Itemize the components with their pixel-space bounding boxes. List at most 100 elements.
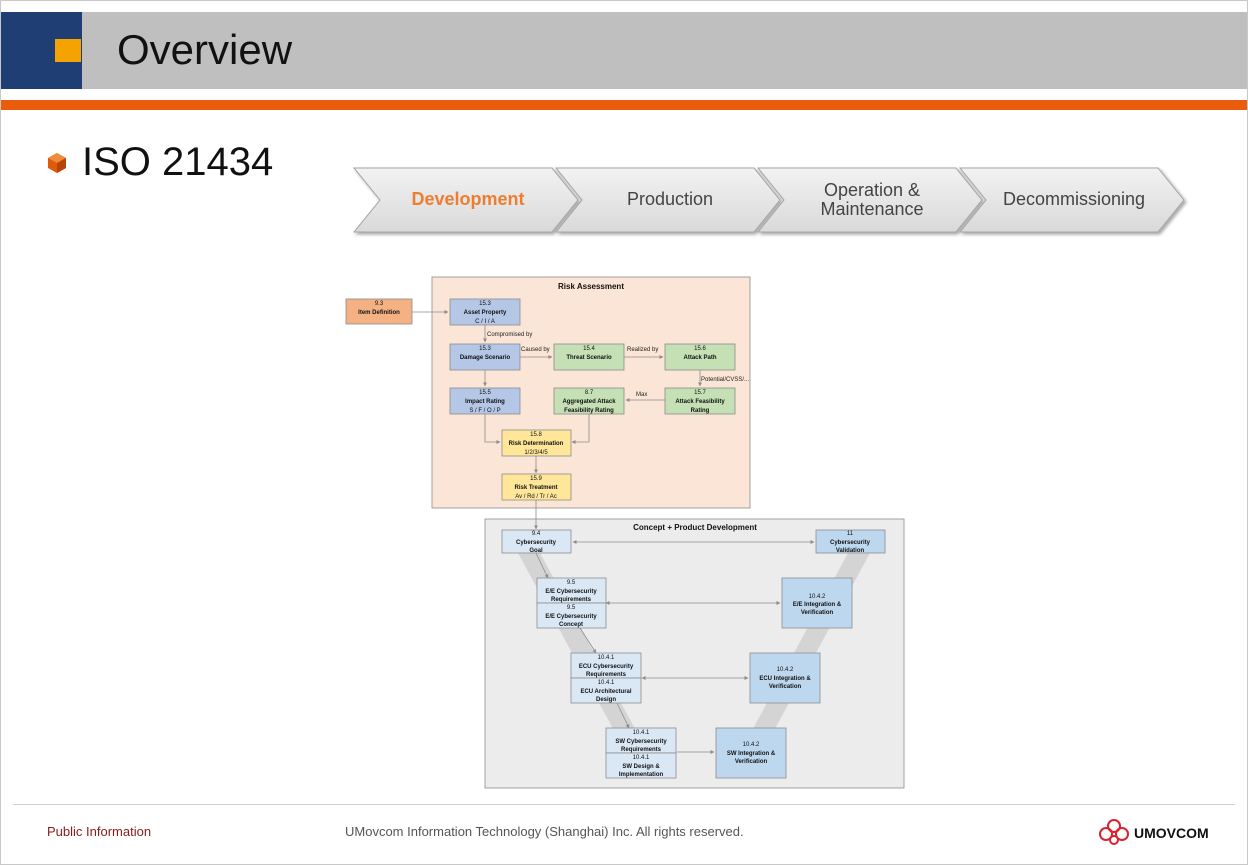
label-max: Max: [636, 392, 647, 398]
svg-text:10.4.1: 10.4.1: [598, 680, 615, 686]
concept-title: Concept + Product Development: [633, 523, 757, 532]
svg-text:8.7: 8.7: [585, 390, 594, 396]
phase-development[interactable]: Development: [352, 167, 579, 233]
risk-connectors: [412, 310, 702, 530]
box-attack-feasibility[interactable]: 15.7 Attack Feasibility Rating: [664, 387, 736, 415]
box-threat-scenario[interactable]: 15.4 Threat Scenario: [553, 343, 625, 371]
svg-text:15.3: 15.3: [479, 301, 491, 307]
title-bar: [1, 12, 1247, 89]
svg-text:Impact Rating: Impact Rating: [465, 399, 505, 405]
box-ee-concept[interactable]: 9.5 E/E Cybersecurity Concept: [536, 602, 607, 629]
box-cybersecurity-validation[interactable]: 11 Cybersecurity Validation: [815, 529, 886, 554]
box-cybersecurity-goal[interactable]: 9.4 Cybersecurity Goal: [501, 529, 572, 554]
svg-text:Feasibility Rating: Feasibility Rating: [564, 408, 614, 414]
concept-panel: [484, 518, 905, 789]
section-heading: ISO 21434: [82, 140, 274, 184]
lifecycle-chevrons: Development Production Operation & Maint…: [352, 167, 1185, 233]
svg-text:10.4.1: 10.4.1: [598, 655, 615, 661]
svg-text:ECU Cybersecurity: ECU Cybersecurity: [579, 664, 634, 670]
svg-text:ECU Integration &: ECU Integration &: [759, 676, 811, 682]
svg-text:15.3: 15.3: [479, 346, 491, 352]
svg-text:Risk Treatment: Risk Treatment: [514, 485, 557, 491]
phase-operation-maintenance[interactable]: Operation & Maintenance: [756, 167, 983, 233]
svg-text:Item Definition: Item Definition: [358, 310, 400, 316]
svg-text:11: 11: [847, 531, 854, 537]
svg-text:SW Design &: SW Design &: [622, 764, 660, 770]
svg-text:Rating: Rating: [691, 408, 710, 414]
svg-text:SW Integration &: SW Integration &: [727, 751, 776, 757]
phase-label: Decommissioning: [1003, 189, 1145, 209]
svg-text:Risk Determination: Risk Determination: [509, 441, 564, 447]
svg-text:C / I / A: C / I / A: [475, 319, 495, 325]
box-attack-path[interactable]: 15.6 Attack Path: [664, 343, 736, 371]
phase-decommissioning[interactable]: Decommissioning: [958, 167, 1185, 233]
svg-text:10.4.2: 10.4.2: [743, 742, 760, 748]
box-damage-scenario[interactable]: 15.3 Damage Scenario: [449, 343, 521, 371]
cube-bullet-icon: [48, 153, 66, 173]
svg-text:10.4.2: 10.4.2: [777, 667, 794, 673]
svg-text:Attack Feasibility: Attack Feasibility: [675, 399, 725, 405]
svg-text:Implementation: Implementation: [619, 772, 664, 778]
svg-text:E/E Integration &: E/E Integration &: [793, 602, 842, 608]
box-risk-treatment[interactable]: 15.9 Risk Treatment Av / Rd / Tr / Ac: [501, 473, 572, 501]
svg-text:Cybersecurity: Cybersecurity: [830, 540, 871, 546]
svg-text:15.8: 15.8: [530, 432, 542, 438]
box-ecu-architecture[interactable]: 10.4.1 ECU Architectural Design: [570, 677, 642, 704]
svg-text:Av / Rd / Tr / Ac: Av / Rd / Tr / Ac: [515, 494, 557, 500]
svg-text:Asset Property: Asset Property: [464, 310, 507, 316]
svg-text:15.4: 15.4: [583, 346, 595, 352]
slide-title: Overview: [117, 26, 293, 73]
svg-text:Requirements: Requirements: [621, 747, 662, 753]
svg-text:15.6: 15.6: [694, 346, 706, 352]
svg-text:ECU Architectural: ECU Architectural: [580, 689, 631, 695]
label-potential: Potential/CVSS/...: [701, 377, 749, 383]
phase-production[interactable]: Production: [554, 167, 781, 233]
footer-classification: Public Information: [47, 824, 152, 839]
svg-text:15.9: 15.9: [530, 476, 542, 482]
box-ecu-integration[interactable]: 10.4.2 ECU Integration & Verification: [749, 652, 821, 704]
svg-text:9.5: 9.5: [567, 605, 576, 611]
umovcom-logo-icon: [1099, 819, 1129, 845]
box-ee-requirements[interactable]: 9.5 E/E Cybersecurity Requirements: [536, 577, 607, 604]
concept-connectors: [535, 540, 815, 754]
svg-text:1/2/3/4/5: 1/2/3/4/5: [524, 450, 548, 456]
svg-text:9.5: 9.5: [567, 580, 576, 586]
box-ecu-requirements[interactable]: 10.4.1 ECU Cybersecurity Requirements: [570, 652, 642, 679]
title-bar-square: [55, 39, 81, 62]
box-aggregated-feasibility[interactable]: 8.7 Aggregated Attack Feasibility Rating: [553, 387, 625, 415]
box-sw-integration[interactable]: 10.4.2 SW Integration & Verification: [715, 727, 787, 779]
svg-text:10.4.2: 10.4.2: [809, 594, 826, 600]
svg-text:Design: Design: [596, 697, 616, 703]
accent-bar: [1, 100, 1247, 110]
svg-text:Cybersecurity: Cybersecurity: [516, 540, 557, 546]
box-sw-design[interactable]: 10.4.1 SW Design & Implementation: [605, 752, 677, 779]
svg-text:Damage Scenario: Damage Scenario: [460, 355, 511, 361]
svg-text:Verification: Verification: [735, 759, 768, 765]
svg-text:15.5: 15.5: [479, 390, 491, 396]
svg-text:9.3: 9.3: [375, 301, 384, 307]
box-impact-rating[interactable]: 15.5 Impact Rating S / F / O / P: [449, 387, 521, 415]
svg-text:Requirements: Requirements: [586, 672, 627, 678]
box-ee-integration[interactable]: 10.4.2 E/E Integration & Verification: [781, 577, 853, 629]
phase-label: Production: [627, 189, 713, 209]
box-asset-property[interactable]: 15.3 Asset Property C / I / A: [449, 298, 521, 326]
risk-assessment-title: Risk Assessment: [558, 282, 624, 291]
svg-text:15.7: 15.7: [694, 390, 706, 396]
svg-text:E/E Cybersecurity: E/E Cybersecurity: [545, 589, 597, 595]
label-realized: Realized by: [627, 347, 658, 353]
phase-label: Development: [411, 189, 524, 209]
svg-text:Verification: Verification: [801, 610, 834, 616]
svg-text:Concept: Concept: [559, 622, 583, 628]
svg-text:10.4.1: 10.4.1: [633, 755, 650, 761]
label-compromised: Compromised by: [487, 332, 532, 338]
box-item-definition[interactable]: 9.3 Item Definition: [345, 298, 413, 325]
svg-text:Attack Path: Attack Path: [683, 355, 716, 361]
svg-text:9.4: 9.4: [532, 531, 541, 537]
box-sw-requirements[interactable]: 10.4.1 SW Cybersecurity Requirements: [605, 727, 677, 754]
svg-text:S / F / O / P: S / F / O / P: [469, 408, 500, 414]
box-risk-determination[interactable]: 15.8 Risk Determination 1/2/3/4/5: [501, 429, 572, 457]
footer-copyright: UMovcom Information Technology (Shanghai…: [345, 824, 744, 839]
svg-text:Threat Scenario: Threat Scenario: [566, 355, 612, 361]
brand-name: UMOVCOM: [1134, 825, 1209, 841]
